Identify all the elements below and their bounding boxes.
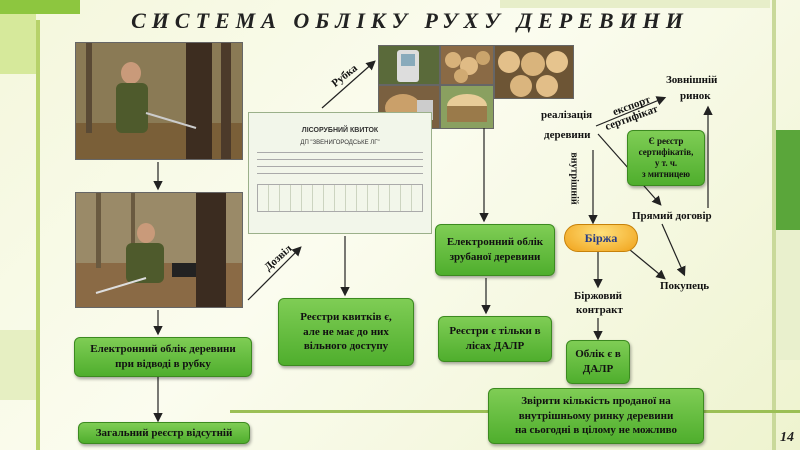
frame-bar-right-green	[776, 130, 800, 230]
box-reiestry-dalr: Реєстри є тільки в лісах ДАЛР	[438, 316, 552, 362]
photo-log-pile-image	[495, 46, 573, 98]
box-reiestr-sertyfikativ-line4: з митницею	[641, 169, 691, 180]
box-birzha-text: Біржа	[584, 230, 618, 245]
frame-bar-left-2	[36, 20, 40, 450]
frame-bar-right-light	[776, 230, 800, 360]
label-vnutrishnii: внутрішній	[568, 152, 580, 205]
label-pryamyi-dohovir: Прямий договір	[632, 210, 712, 222]
photo-laptop-survey	[75, 192, 243, 308]
box-oblik-dalr: Облік є в ДАЛР	[566, 340, 630, 384]
box-reiestry-kvytkiv: Реєстри квитків є, але не має до них віл…	[278, 298, 414, 366]
page-title: СИСТЕМА ОБЛІКУ РУХУ ДЕРЕВИНИ	[131, 8, 689, 33]
box-reiestry-kvytkiv-line3: вільного доступу	[303, 340, 389, 353]
photo-handheld-device	[378, 45, 440, 85]
arrow-pryamyi-pokupets	[661, 223, 686, 277]
photo-stump	[440, 85, 494, 129]
photo-handheld-device-image	[379, 46, 439, 84]
arrow-realizatsiia-zovnishnii	[595, 96, 667, 127]
frame-bar-top-left	[0, 0, 80, 14]
box-reiestry-dalr-line2: лісах ДАЛР	[465, 340, 525, 352]
box-reiestry-kvytkiv-line1: Реєстри квитків є,	[300, 310, 392, 323]
box-zvirka-line1: Звірити кількість проданої на	[521, 394, 671, 407]
box-reiestry-dalr-line1: Реєстри є тільки в	[449, 325, 541, 338]
label-pokupets: Покупець	[660, 280, 710, 292]
box-zvirka-line2: внутрішньому ринку деревини	[518, 409, 674, 422]
box-reiestr-sertyfikativ-line2: сертифікатів,	[638, 146, 694, 157]
document-header: ЛІСОРУБНИЙ КВИТОК	[301, 127, 379, 134]
box-elektronnyi-oblik-vidvid-line2: при відводі в рубку	[115, 358, 211, 370]
photo-log-stack	[440, 45, 494, 85]
label-zovnishnii-rynok-2: ринок	[680, 90, 711, 102]
label-zovnishnii-rynok-1: Зовнішній	[666, 74, 718, 86]
box-reiestr-sertyfikativ: Є реєстр сертифікатів, у т. ч. з митнице…	[627, 130, 705, 186]
arrow-dozvil	[247, 246, 302, 301]
frame-bar-right	[772, 0, 776, 450]
page-number: 14	[780, 430, 794, 445]
box-reiestry-kvytkiv-line2: але не має до них	[303, 325, 389, 338]
photo-log-stack-image	[441, 46, 493, 84]
box-elektronnyi-oblik-vidvid: Електронний облік деревини при відводі в…	[74, 337, 252, 377]
document-company: ДП "ЗВЕНИГОРОДСЬКЕ ЛГ"	[300, 140, 380, 146]
box-reiestr-sertyfikativ-line1: Є реєстр	[648, 135, 684, 146]
box-elektronnyi-oblik-vidvid-line1: Електронний облік деревини	[90, 343, 236, 356]
arrow-rubka	[321, 60, 376, 109]
box-zvirka: Звірити кількість проданої на внутрішньо…	[488, 388, 704, 444]
label-derevyny: деревини	[544, 129, 591, 141]
box-zvirka-line3: на сьогодні в цілому не можливо	[514, 424, 678, 437]
frame-bar-left-3	[0, 330, 36, 400]
photo-laptop-survey-image	[76, 193, 242, 307]
box-birzha: Біржа	[564, 224, 638, 252]
frame-bar-left	[0, 14, 36, 74]
box-elektronnyi-zrubanoi-line2: зрубаної деревини	[449, 251, 541, 263]
box-elektronnyi-zrubanoi-line1: Електронний облік	[446, 236, 544, 249]
box-oblik-dalr-line1: Облік є в	[575, 348, 621, 361]
photo-log-pile	[494, 45, 574, 99]
box-oblik-dalr-line2: ДАЛР	[582, 363, 614, 375]
document-logging-ticket: ЛІСОРУБНИЙ КВИТОК ДП "ЗВЕНИГОРОДСЬКЕ ЛГ"	[248, 112, 432, 234]
box-reiestr-sertyfikativ-line3: у т. ч.	[654, 158, 678, 168]
box-elektronnyi-zrubanoi: Електронний облік зрубаної деревини	[435, 224, 555, 276]
photo-forest-survey	[75, 42, 243, 160]
label-birzhovyi-1: Біржовий	[574, 290, 622, 302]
photo-stump-image	[441, 86, 493, 128]
box-zahalnyi-reiestr: Загальний реєстр відсутній	[78, 422, 250, 444]
frame-bar-top-right	[500, 0, 770, 8]
label-birzhovyi-2: контракт	[576, 304, 623, 316]
label-realizatsiia: реалізація	[541, 109, 593, 121]
box-zahalnyi-reiestr-text: Загальний реєстр відсутній	[95, 426, 233, 439]
photo-forest-survey-image	[76, 43, 242, 159]
